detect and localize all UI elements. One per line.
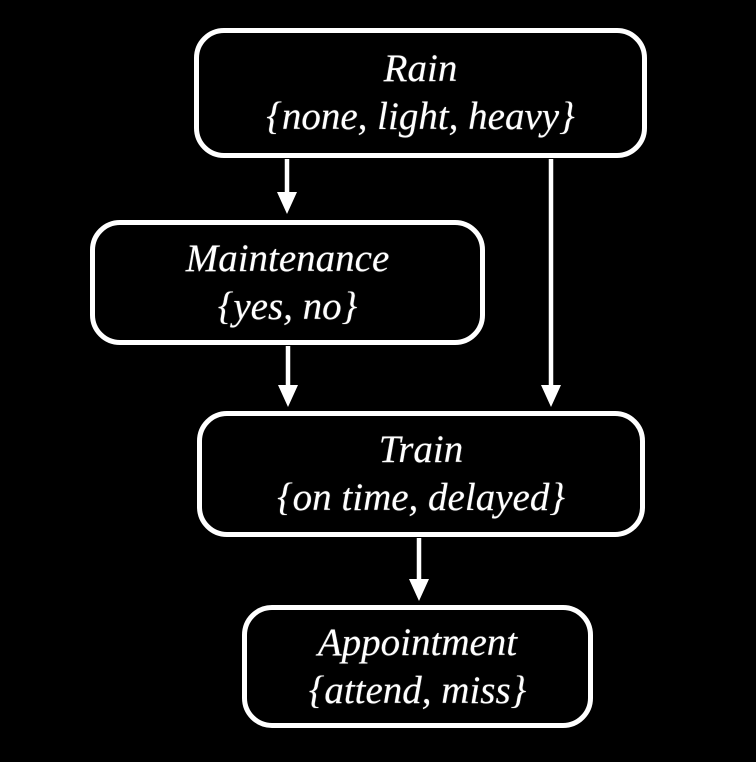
node-train: Train {on time, delayed} <box>197 411 645 537</box>
node-rain-label: Rain <box>383 47 458 90</box>
edge-rain-to-train <box>541 159 561 407</box>
node-appointment-values: {attend, miss} <box>308 668 527 712</box>
node-rain-values: {none, light, heavy} <box>266 95 575 138</box>
node-maintenance: Maintenance {yes, no} <box>90 220 485 345</box>
node-maintenance-label: Maintenance <box>185 236 390 280</box>
node-maintenance-values: {yes, no} <box>217 284 358 328</box>
node-train-values: {on time, delayed} <box>277 476 565 519</box>
node-appointment-label: Appointment <box>317 620 518 664</box>
edge-train-to-appointment <box>409 538 429 601</box>
node-train-label: Train <box>378 428 464 471</box>
edge-maintenance-to-train <box>278 346 298 407</box>
node-rain: Rain {none, light, heavy} <box>194 28 647 158</box>
node-appointment: Appointment {attend, miss} <box>242 605 593 728</box>
edge-rain-to-maintenance <box>277 159 297 214</box>
